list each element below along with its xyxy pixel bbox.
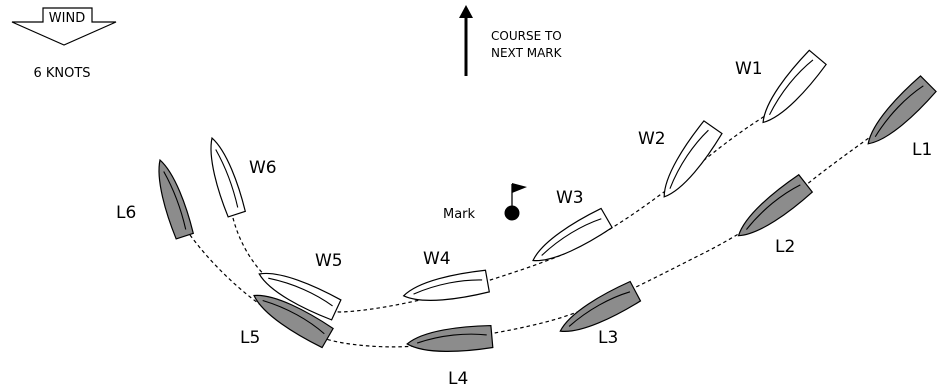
boat-w2 [663,120,723,198]
boat-w4 [402,269,490,301]
wind-arrow-icon [11,7,117,46]
boat-label-l2: L2 [775,237,795,257]
boat-l2 [737,173,814,237]
wind-label: WIND [49,11,85,26]
boat-l5 [253,294,334,349]
boat-w6 [210,136,247,218]
course-indicator: COURSE TO NEXT MARK [459,5,563,76]
boat-label-w1: W1 [735,59,763,79]
course-arrowhead-icon [459,5,473,18]
boat-l3 [559,280,642,332]
boat-w5 [258,272,342,321]
mark-buoy-icon [504,205,520,221]
boat-label-w6: W6 [249,158,277,178]
mark-label: Mark [443,207,476,222]
boat-label-w2: W2 [638,129,666,149]
boat-w3 [532,207,613,262]
boat-label-w4: W4 [423,249,451,269]
boat-label-l3: L3 [598,328,618,348]
boat-label-l1: L1 [912,140,932,160]
course-label-line1: COURSE TO [491,29,562,43]
boat-label-l4: L4 [448,369,468,389]
boat-l1 [867,75,937,145]
course-label-line2: NEXT MARK [491,46,563,60]
mark: Mark [443,183,527,222]
boat-l4 [406,324,494,352]
mark-flag-icon [512,183,527,193]
boat-label-l5: L5 [240,328,260,348]
wind-speed-label: 6 KNOTS [33,66,90,81]
boat-label-w5: W5 [315,251,343,271]
boat-label-w3: W3 [556,188,584,208]
boat-label-l6: L6 [116,203,136,223]
boat-w1 [762,49,827,124]
boat-l6 [158,158,195,240]
wind-indicator: WIND 6 KNOTS [11,7,117,81]
